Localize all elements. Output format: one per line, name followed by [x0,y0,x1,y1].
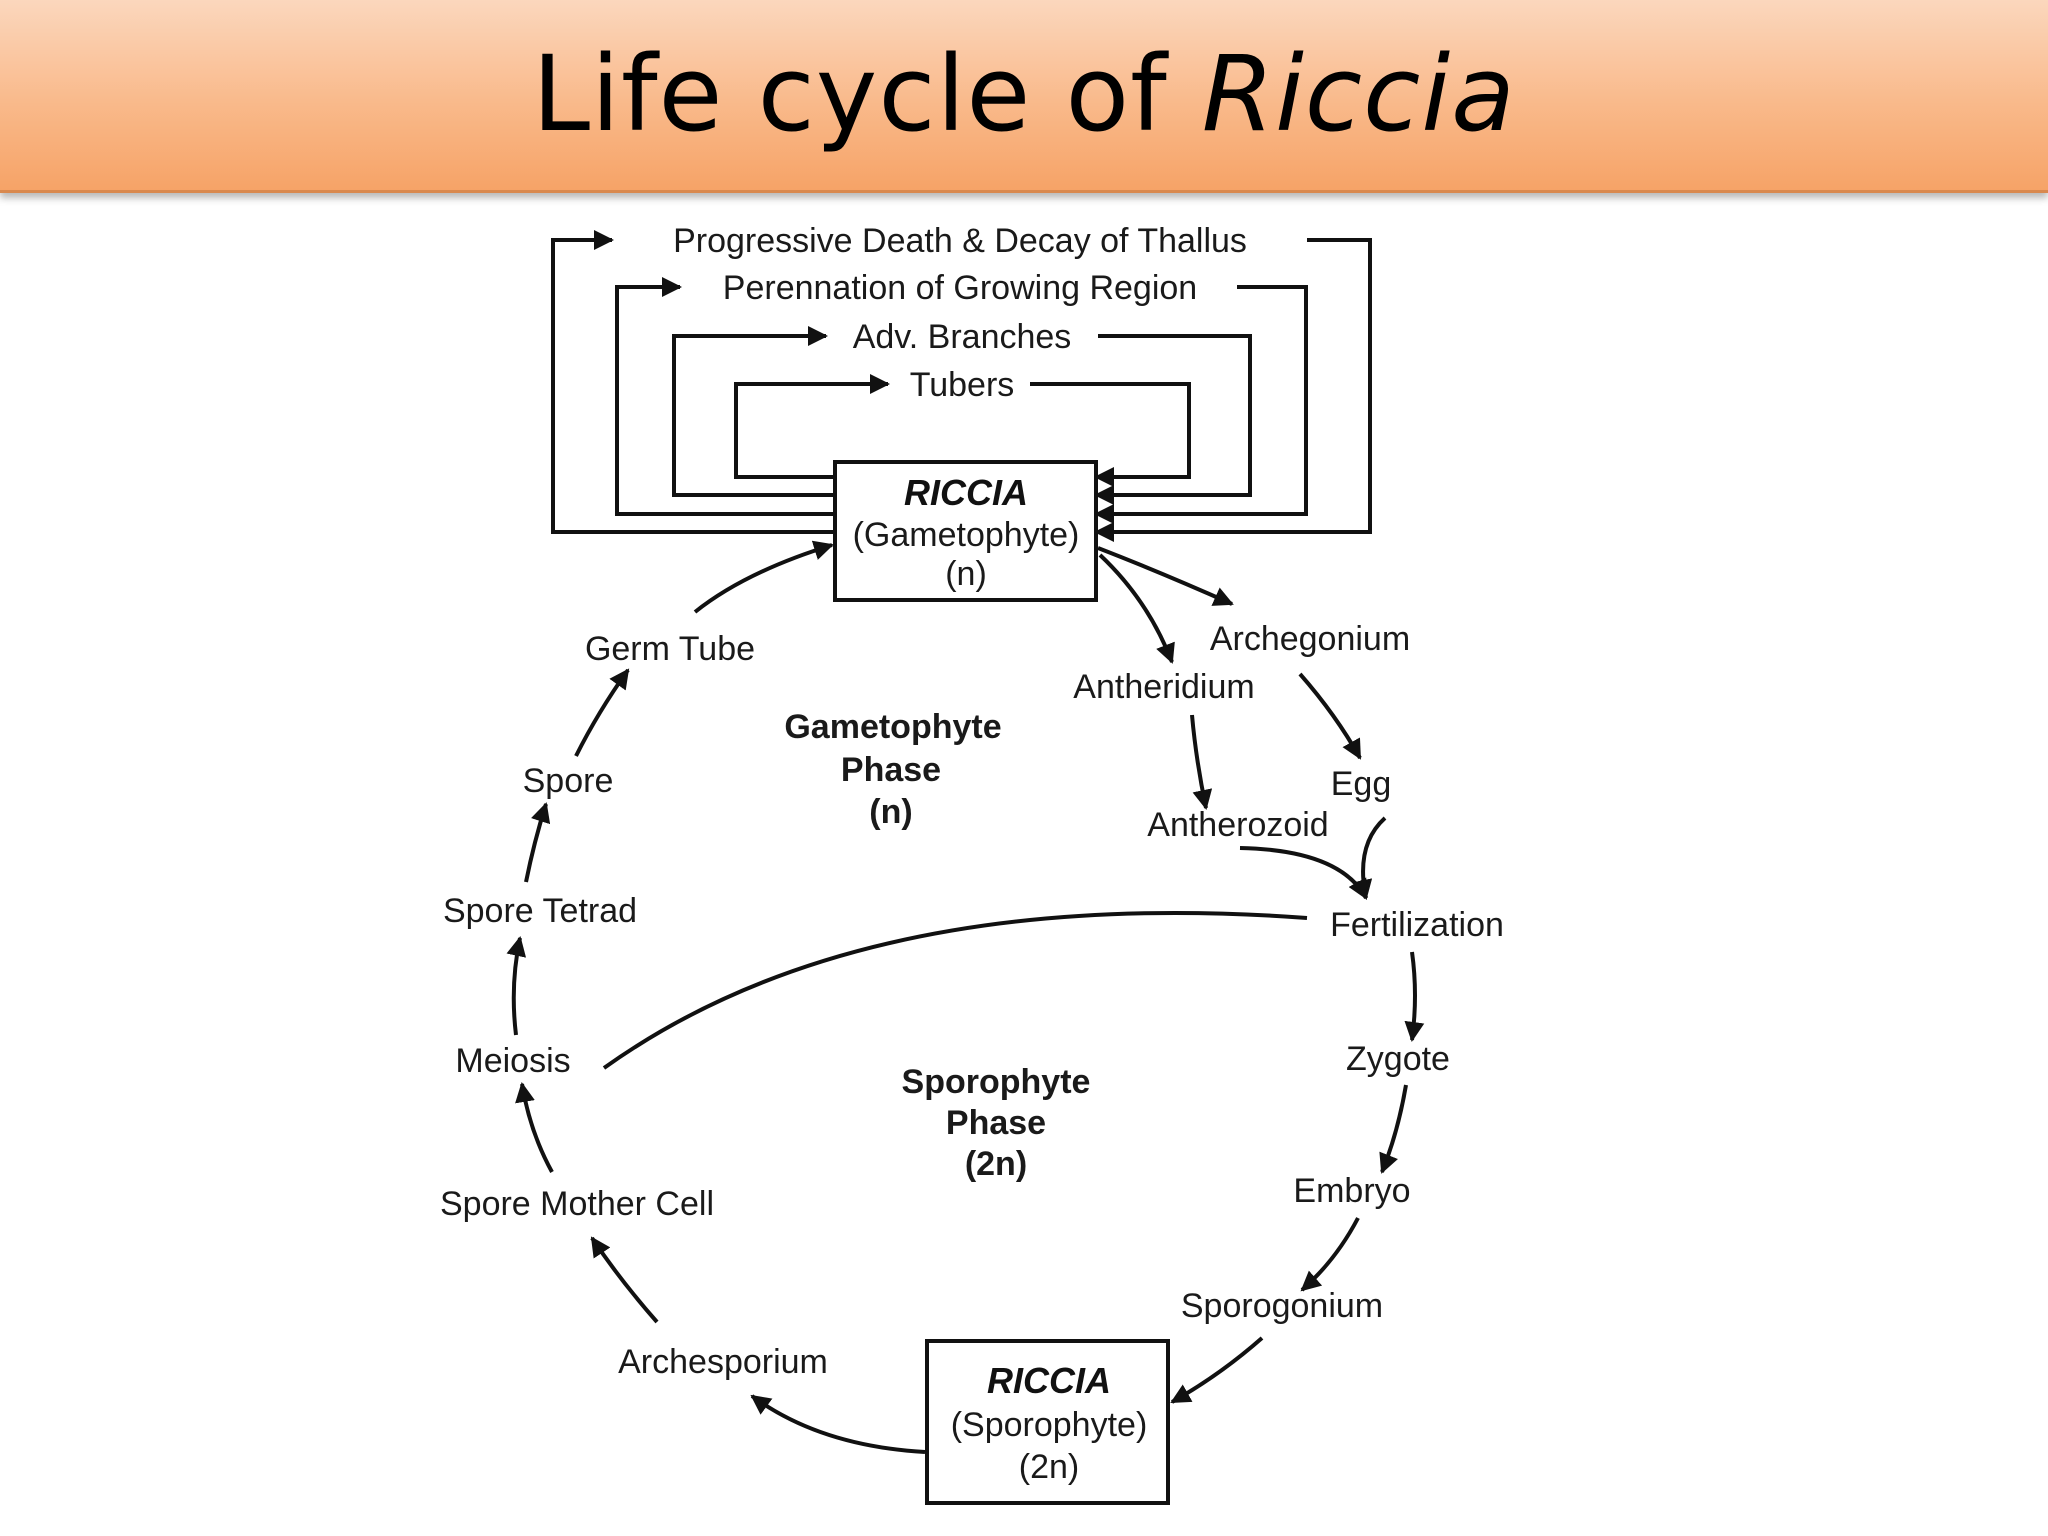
sporophyte-box-name: RICCIA [987,1360,1111,1401]
arrow-to-embryo [1379,1084,1408,1174]
arrow-to-spore-mother-cell [590,1236,659,1324]
arrow-antherozoid-to-fertilization [1239,846,1368,900]
stage-archesporium: Archesporium [618,1343,828,1381]
gametophyte-box-name: RICCIA [904,472,1028,513]
arrow-to-gametophyte [693,540,834,614]
gametophyte-phase-label: Gametophyte Phase (n) [784,708,1001,831]
stage-sporogonium: Sporogonium [1181,1287,1383,1325]
arrow-to-zygote [1404,951,1425,1042]
route-branches-label: Adv. Branches [853,318,1072,356]
stage-antherozoid: Antherozoid [1147,806,1328,844]
stage-archegonium: Archegonium [1210,620,1410,658]
loop-branches-line [672,326,835,497]
cycle-arrows [506,540,1425,1454]
sporophyte-phase-line1: Sporophyte [902,1063,1091,1101]
gametophyte-phase-line2: Phase [841,751,941,789]
gametophyte-box-generation: (Gametophyte) [853,516,1080,554]
loop-perennation-line [615,277,835,516]
arrow-to-antherozoid [1190,714,1213,810]
loop-decay-line [551,230,835,534]
title-bar: Life cycle of Riccia [0,0,2048,193]
arrow-to-spore-tetrad [506,936,527,1036]
stage-embryo: Embryo [1293,1172,1410,1210]
arrow-to-archegonium [1097,546,1234,606]
gametophyte-phase-line3: (n) [869,793,912,831]
vegetative-loops: Progressive Death & Decay of Thallus Per… [551,222,1372,542]
arrow-to-antheridium [1098,553,1175,664]
stage-spore: Spore [523,762,614,800]
stage-labels: Archegonium Antheridium Egg Antherozoid … [440,620,1504,1381]
slide-title-main: Life cycle of [532,33,1202,155]
stage-meiosis: Meiosis [455,1042,570,1080]
stage-fertilization: Fertilization [1330,906,1504,944]
stage-germ-tube: Germ Tube [585,630,755,668]
arrow-to-sporophyte [1170,1336,1264,1404]
stage-zygote: Zygote [1346,1040,1450,1078]
arrow-to-egg [1298,672,1362,760]
loop-perennation-return [1094,285,1308,524]
sporophyte-phase-label: Sporophyte Phase (2n) [902,1063,1091,1183]
sporophyte-box: RICCIA (Sporophyte) (2n) [925,1339,1170,1505]
arrow-to-sporogonium [1300,1217,1360,1292]
gametophyte-box: RICCIA (Gametophyte) (n) [833,460,1098,602]
slide-title: Life cycle of Riccia [532,34,1516,154]
gametophyte-box-ploidy: (n) [945,555,987,593]
arrow-to-meiosis [515,1082,554,1173]
loop-branches-return [1094,334,1252,505]
route-decay-label: Progressive Death & Decay of Thallus [673,222,1247,260]
sporophyte-box-ploidy: (2n) [1019,1448,1079,1486]
stage-antheridium: Antheridium [1073,668,1254,706]
route-tubers-label: Tubers [910,366,1015,404]
loop-decay-return [1094,238,1372,542]
arrow-to-spore [524,802,551,883]
sporophyte-phase-line3: (2n) [965,1145,1027,1183]
arrow-to-germ-tube [574,668,630,757]
arrow-to-archesporium [750,1394,926,1454]
sporophyte-box-generation: (Sporophyte) [951,1406,1148,1444]
sporophyte-phase-line2: Phase [946,1104,1046,1142]
loop-tubers-return [1030,382,1191,487]
stage-spore-tetrad: Spore Tetrad [443,892,637,930]
slide-title-genus: Riccia [1201,33,1516,155]
arrow-egg-to-fertilization [1352,816,1387,900]
route-perennation-label: Perennation of Growing Region [723,269,1197,307]
stage-spore-mother-cell: Spore Mother Cell [440,1185,714,1223]
phase-divider-curve [602,910,1308,1070]
stage-egg: Egg [1331,765,1392,803]
loop-tubers-line [734,374,890,479]
gametophyte-phase-line1: Gametophyte [784,708,1001,746]
